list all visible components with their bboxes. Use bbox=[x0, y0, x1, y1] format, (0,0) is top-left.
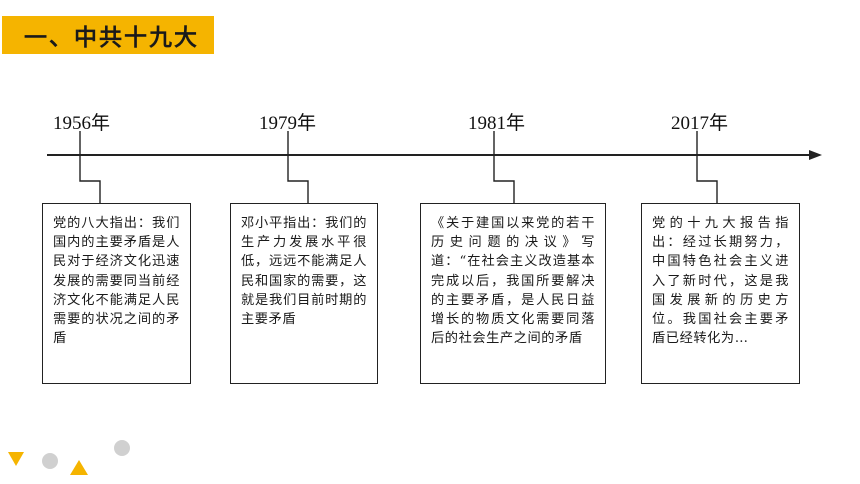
section-title-bar: 一、中共十九大 bbox=[2, 16, 214, 54]
timeline-arrowhead-icon bbox=[809, 150, 822, 160]
year-label-1956: 1956年 bbox=[53, 113, 111, 134]
event-text-2017: 党的十九大报告指出：经过长期努力，中国特色社会主义进入了新时代，这是我国发展新的… bbox=[652, 216, 789, 347]
year-label-1979: 1979年 bbox=[259, 113, 317, 134]
year-label-2017: 2017年 bbox=[671, 113, 729, 134]
event-text-1956: 党的八大指出：我们国内的主要矛盾是人民对于经济文化迅速发展的需要同当前经济文化不… bbox=[53, 216, 180, 347]
year-label-1981: 1981年 bbox=[468, 113, 526, 134]
decor-shapes bbox=[8, 440, 130, 475]
connector-1979 bbox=[287, 131, 309, 204]
event-box-1956: 党的八大指出：我们国内的主要矛盾是人民对于经济文化迅速发展的需要同当前经济文化不… bbox=[42, 203, 191, 384]
event-text-1979: 邓小平指出：我们的生产力发展水平很低，远远不能满足人民和国家的需要，这就是我们目… bbox=[241, 216, 367, 328]
connector-1981 bbox=[493, 131, 515, 204]
triangle-down-icon bbox=[8, 452, 24, 466]
connector-1956 bbox=[79, 131, 101, 204]
section-title: 一、中共十九大 bbox=[24, 25, 199, 51]
event-box-1981: 《关于建国以来党的若干历史问题的决议》写道：“在社会主义改造基本完成以后，我国所… bbox=[420, 203, 606, 384]
event-box-2017: 党的十九大报告指出：经过长期努力，中国特色社会主义进入了新时代，这是我国发展新的… bbox=[641, 203, 800, 384]
triangle-up-icon bbox=[70, 460, 88, 475]
connector-2017 bbox=[696, 131, 718, 204]
circle-icon bbox=[42, 453, 58, 469]
event-box-1979: 邓小平指出：我们的生产力发展水平很低，远远不能满足人民和国家的需要，这就是我们目… bbox=[230, 203, 378, 384]
circle-icon bbox=[114, 440, 130, 456]
event-text-1981: 《关于建国以来党的若干历史问题的决议》写道：“在社会主义改造基本完成以后，我国所… bbox=[431, 216, 595, 347]
